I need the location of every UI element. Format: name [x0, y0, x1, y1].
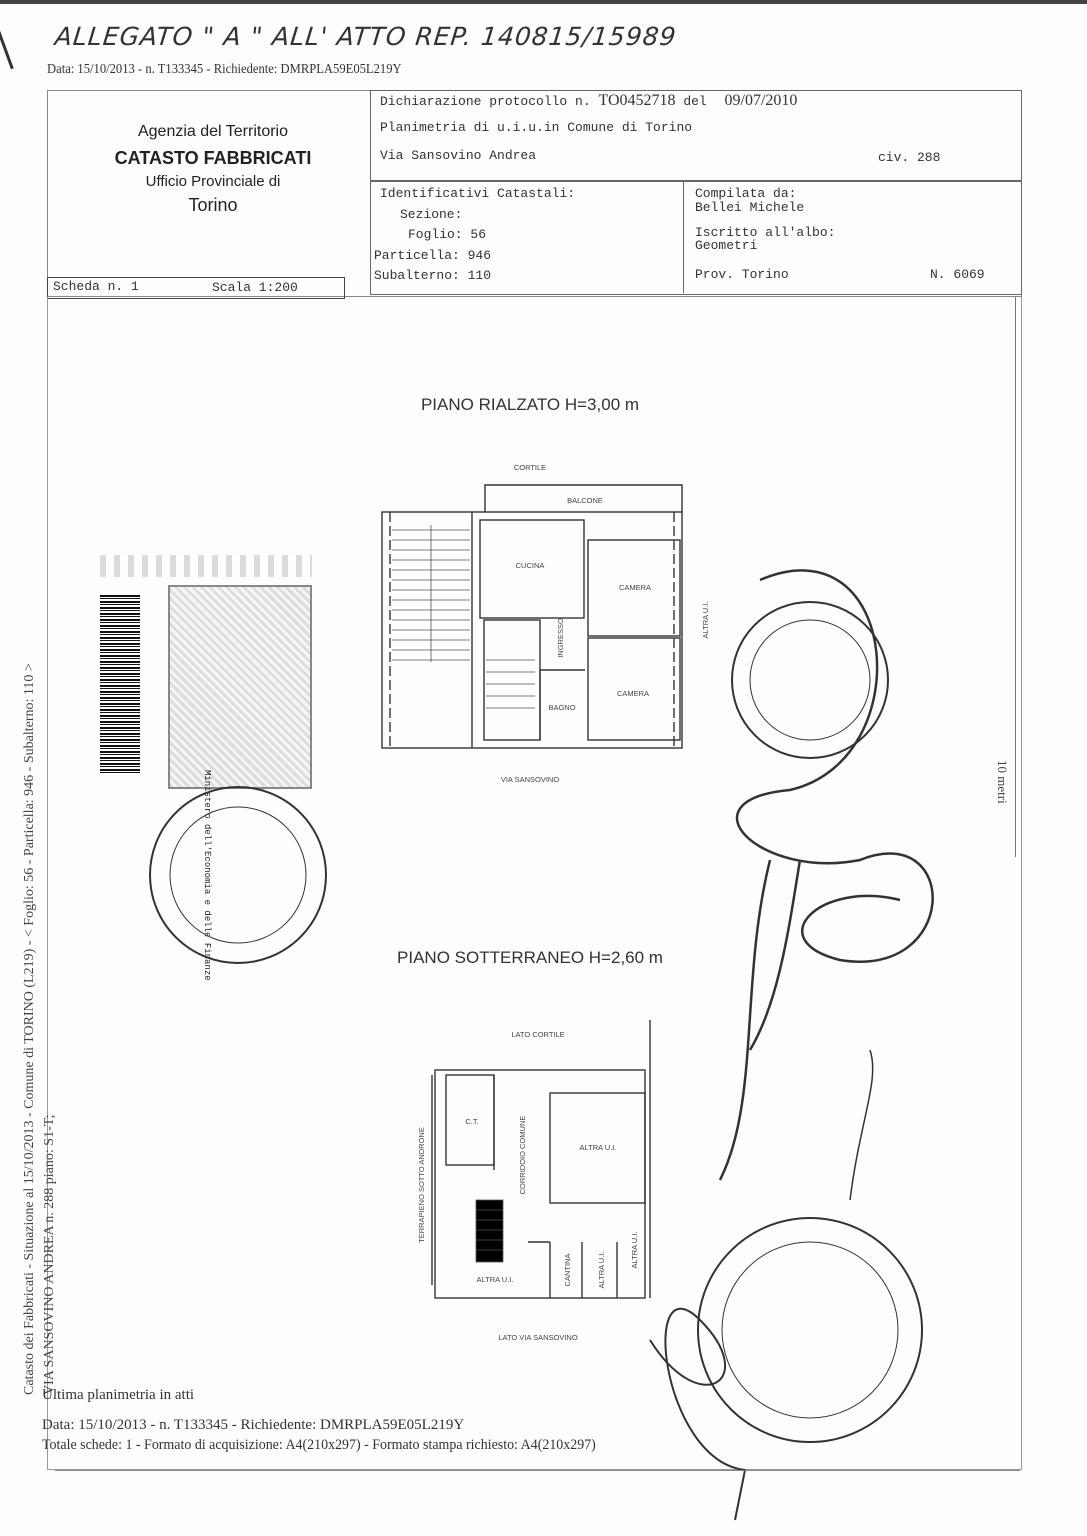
sezione: Sezione:: [400, 207, 463, 222]
label-cucina: CUCINA: [516, 561, 545, 570]
sheet-number: Scheda n. 1: [53, 279, 139, 294]
label-corridoio: CORRIDOIO COMUNE: [518, 1116, 527, 1195]
label-balcone: BALCONE: [567, 496, 603, 505]
identifiers-box: [370, 180, 1022, 295]
scan-edge: [0, 0, 1087, 4]
footer-totale: Totale schede: 1 - Formato di acquisizio…: [42, 1437, 596, 1453]
protocol-date: 09/07/2010: [724, 92, 798, 109]
street: Via Sansovino Andrea: [380, 148, 537, 163]
identifiers-title: Identificativi Catastali:: [380, 186, 576, 201]
date-label: del: [683, 94, 707, 109]
label-lato-cortile: LATO CORTILE: [511, 1030, 564, 1039]
label-altra-v2: ALTRA U.I.: [630, 1232, 639, 1269]
declaration-box: [370, 90, 1022, 182]
agency-name: Agenzia del Territorio: [137, 123, 288, 140]
stamp-ministry: Ministero dell'Economia e delle Finanze: [202, 770, 212, 981]
side-text-2: VIA SANSOVINO ANDREA n. 288 piano: S1-T;: [42, 1114, 57, 1395]
outer-wall: [434, 1069, 646, 1299]
label-altra-v1: ALTRA U.I.: [597, 1252, 606, 1289]
drawing-frame: [47, 297, 1022, 1470]
stamp-body: [168, 585, 312, 789]
balcony-outline: [484, 484, 683, 512]
scale-bar: [1015, 297, 1016, 857]
label-camera-2: CAMERA: [617, 689, 649, 698]
albo-label: Iscritto all'albo:: [695, 225, 836, 240]
particella: Particella: 946: [374, 248, 492, 263]
label-altra: ALTRA U.I.: [701, 602, 710, 639]
subalterno: Subalterno: 110: [374, 268, 492, 283]
agency-block: Agenzia del Territorio CATASTO FABBRICAT…: [60, 118, 366, 219]
compiler-name: Bellei Michele: [695, 200, 805, 215]
planimetry-line: Planimetria di u.i.u.in Comune di Torino: [380, 120, 693, 135]
label-ingresso: INGRESSO: [556, 618, 565, 658]
plan-sotterraneo-title: PIANO SOTTERRANEO H=2,60 m: [397, 948, 663, 967]
label-altra-big: ALTRA U.I.: [580, 1143, 617, 1152]
pen-mark: [0, 30, 14, 70]
protocol-number: TO0452718: [598, 92, 676, 109]
sheet-scale: Scala 1:200: [212, 280, 298, 295]
stamp-pattern: [100, 555, 312, 577]
outer-wall: [381, 511, 683, 749]
civic-number: civ. 288: [878, 150, 941, 165]
footer-last: Ultima planimetria in atti: [42, 1387, 195, 1403]
stamp-text: Ministero dell'Economia e delle Finanze: [202, 770, 212, 981]
footer-data: Data: 15/10/2013 - n. T133345 - Richiede…: [42, 1417, 465, 1433]
office-city: Torino: [188, 195, 238, 215]
label-camera-1: CAMERA: [619, 583, 651, 592]
province: Prov. Torino: [695, 267, 789, 282]
floor-plan-sotterraneo: LATO CORTILE C.T. ALTRA U.I. ALTRA U.I. …: [417, 1020, 651, 1342]
protocol-line: Dichiarazione protocollo n. TO0452718 de…: [380, 92, 797, 110]
sheet-box: [47, 277, 345, 299]
divider: [683, 180, 684, 293]
albo: Geometri: [695, 238, 758, 253]
label-terrapieno: TERRAPIENO SOTTO ANDRONE: [417, 1127, 426, 1243]
revenue-stamp: Ministero dell'Economia e delle Finanze: [100, 555, 312, 981]
label-altra-bottom: ALTRA U.I.: [477, 1275, 514, 1284]
footer-rule: [55, 1470, 1020, 1471]
scale-bar-label: 10 metri: [995, 760, 1010, 804]
compiler-label: Compilata da:: [695, 186, 797, 201]
label-bagno: BAGNO: [548, 703, 575, 712]
label-lato-via: LATO VIA SANSOVINO: [498, 1333, 577, 1342]
registration-number: N. 6069: [930, 267, 985, 282]
floor-plan-rialzato: CORTILE BALCONE CUCINA CAMERA CAMERA BAG…: [381, 463, 710, 784]
handwritten-heading: ALLEGATO " A " ALL' ATTO REP. 140815/159…: [53, 22, 679, 51]
request-line: Data: 15/10/2013 - n. T133345 - Richiede…: [47, 62, 402, 77]
plan-rialzato-title: PIANO RIALZATO H=3,00 m: [420, 395, 640, 414]
foglio: Foglio: 56: [408, 227, 487, 242]
label-via: VIA SANSOVINO: [501, 775, 560, 784]
office-label: Ufficio Provinciale di: [145, 173, 281, 190]
protocol-label: Dichiarazione protocollo n.: [380, 94, 591, 109]
side-text-1: Catasto dei Fabbricati - Situazione al 1…: [22, 663, 37, 1395]
label-cortile: CORTILE: [514, 463, 546, 472]
label-ct: C.T.: [465, 1117, 478, 1126]
label-cantina: CANTINA: [563, 1254, 572, 1287]
barcode: [100, 595, 140, 775]
catasto-title: CATASTO FABBRICATI: [114, 148, 312, 168]
